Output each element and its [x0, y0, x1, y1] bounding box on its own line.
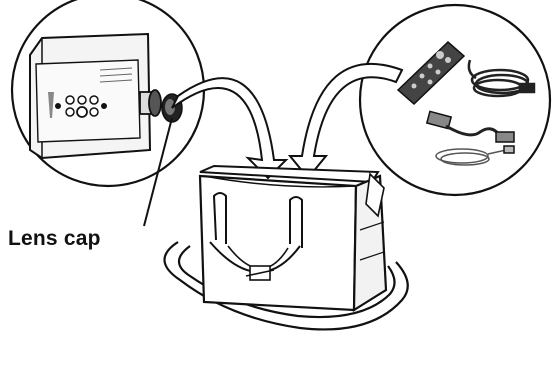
projector-icon	[30, 34, 161, 158]
carrying-bag-icon	[200, 166, 386, 310]
accessories-callout	[360, 5, 550, 195]
lens-cap-label: Lens cap	[8, 227, 101, 251]
projector-callout	[12, 0, 204, 186]
